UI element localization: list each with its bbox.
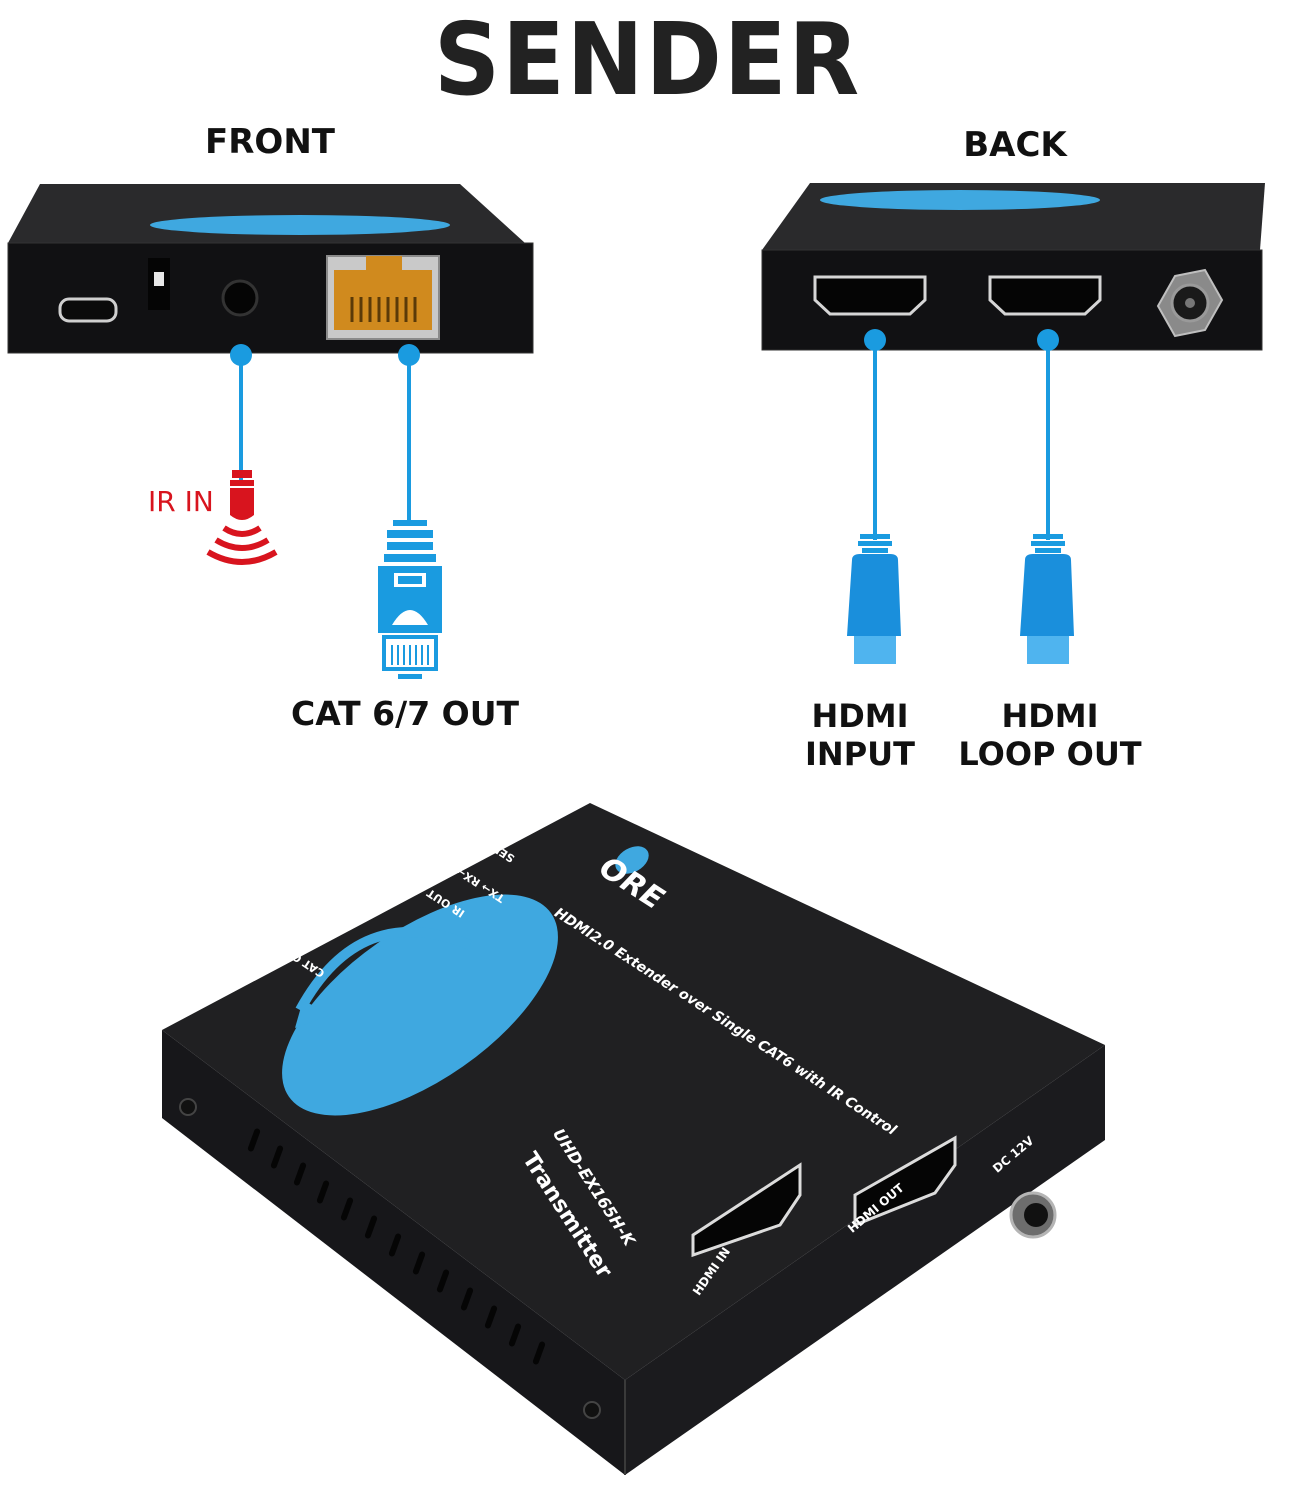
device-label-cat-out: CAT OUT	[275, 940, 328, 980]
dc-power-jack-icon	[1156, 268, 1224, 338]
back-heading: BACK	[963, 125, 1067, 165]
vent-slots-icon	[247, 1128, 546, 1365]
hdmi-loop-out-label-line2: LOOP OUT	[958, 735, 1142, 773]
hdmi-loop-out-label: HDMI LOOP OUT	[940, 697, 1160, 773]
hdmi-in-port-icon	[813, 275, 927, 316]
page-title: SENDER	[433, 1, 862, 118]
hdmi-input-label-line2: INPUT	[805, 735, 915, 773]
device-description: HDMI2.0 Extender over Single CAT6 with I…	[551, 905, 899, 1139]
ir-emitter-icon	[206, 470, 278, 565]
ir-switch-icon	[148, 258, 170, 310]
device-hdmi-in-port-icon	[691, 1162, 802, 1258]
hdmi-loop-out-label-line1: HDMI	[1001, 697, 1099, 735]
hdmi-input-label: HDMI INPUT	[780, 697, 940, 773]
rj45-port-icon	[326, 255, 440, 340]
device-dc-jack-icon	[1009, 1191, 1057, 1239]
ir-in-jack-icon	[221, 279, 259, 317]
cat-out-label: CAT 6/7 OUT	[290, 694, 520, 733]
ir-in-label: IR IN	[148, 485, 214, 518]
ethernet-plug-icon	[378, 520, 442, 679]
hdmi-out-port-icon	[988, 275, 1102, 316]
device-label-dc-12v: DC 12V	[990, 1133, 1037, 1176]
hdmi-input-plug-icon	[847, 534, 901, 664]
device-label-hdmi-out: HDMI OUT	[845, 1180, 907, 1236]
device-label-hdmi-in: HDMI IN	[690, 1244, 734, 1299]
device-label-service: SERVICE	[466, 825, 518, 865]
device-label-ir-out: IR OUT	[424, 886, 468, 920]
front-heading: FRONT	[205, 122, 335, 162]
hdmi-input-label-line1: HDMI	[811, 697, 909, 735]
micro-usb-port-icon	[58, 297, 118, 323]
device-brand-logo: ORE	[592, 850, 670, 917]
hdmi-loop-out-plug-icon	[1020, 534, 1074, 664]
